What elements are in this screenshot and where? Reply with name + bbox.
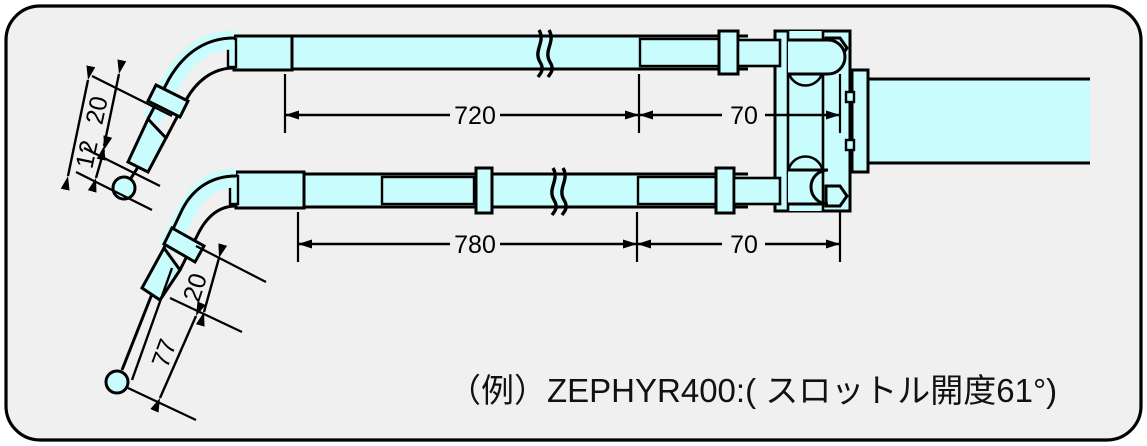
dimension-70-lower: 70 xyxy=(730,231,758,259)
dimension-20-upper: 20 xyxy=(81,94,114,127)
figure-caption: （例）ZEPHYR400:( スロットル開度61°) xyxy=(448,372,1058,409)
dimension-group-lower: 780 70 xyxy=(296,212,842,262)
handlebar xyxy=(868,77,1090,165)
lower-throttle-cable xyxy=(104,166,782,395)
upper-throttle-cable xyxy=(111,29,782,201)
dimension-780: 780 xyxy=(454,231,496,259)
dimension-720: 720 xyxy=(454,102,496,130)
dimension-70-upper: 70 xyxy=(730,102,758,130)
throttle-housing xyxy=(773,29,870,213)
dimension-group-upper-left: 20 12 xyxy=(60,59,173,211)
dimension-group-upper: 720 70 xyxy=(283,74,842,133)
